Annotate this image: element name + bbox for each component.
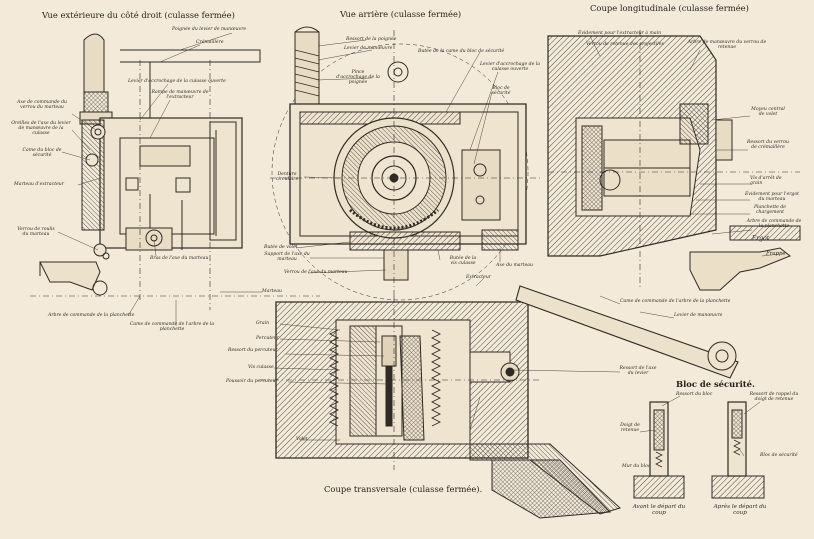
label-percuteur: Percuteur <box>256 336 280 341</box>
label-planchette: Planchette de chargement <box>753 205 787 215</box>
label-marteau: Marteau <box>262 289 282 294</box>
label-extracteur: Extracteur <box>466 275 492 280</box>
label-bloc-securite: Bloc de sécurité <box>491 86 511 96</box>
label-levier-manoeuvre: Levier de manœuvre <box>344 46 393 51</box>
label-levier-accrochage-ouverte: Levier d'accrochage de la culasse ouvert… <box>480 62 540 72</box>
label-arbre-commande: Arbre de commande de la planchette <box>746 219 802 229</box>
side-view-drawing <box>30 33 320 310</box>
label-evidement-ergot: Évidement pour l'ergot du marteau <box>745 192 799 202</box>
label-poignee-levier: Poignée du levier de manœuvre <box>172 27 247 32</box>
label-verrou-marteau: Verrou de roulis du marteau <box>17 227 55 237</box>
label-axe-commande: Axe de commande du verrou du marteau <box>17 100 67 110</box>
label-butee-volet: Butée de volet <box>264 245 298 250</box>
label-oreilles-axe: Oreilles de l'axe du levier de manœuvre … <box>11 121 71 136</box>
cross-section-drawing <box>260 285 739 519</box>
rear-view-title: Vue arrière (culasse fermée) <box>340 9 462 19</box>
label-moyeu: Moyeu central de volet <box>751 107 785 117</box>
label-avant: Avant le départ du coup <box>632 504 686 516</box>
label-doigt-retenue: Doigt de retenue <box>620 423 640 433</box>
label-arbre-manoeuvre: Arbre de manœuvre du verrou de retenue <box>687 40 767 50</box>
side-view-title: Vue extérieure du côté droit (culasse fe… <box>42 10 235 20</box>
label-apres: Après le départ du coup <box>713 504 767 516</box>
label-volet: Volet <box>296 437 308 442</box>
label-came-bloc: Came du bloc de sécurité <box>22 148 62 158</box>
label-levier-accrochage: Levier d'accrochage de la culasse ouvert… <box>128 79 226 84</box>
long-section-title: Coupe longitudinale (culasse fermée) <box>590 3 749 13</box>
label-came-commande-long: Came de commande de l'arbre de la planch… <box>620 299 731 304</box>
label-ressort-rappel: Ressort de rappel du doigt de retenue <box>749 392 799 402</box>
label-denture: Denture circulaire <box>275 172 299 182</box>
label-axe-marteau: Axe du marteau <box>496 263 533 268</box>
rear-view-drawing <box>270 26 540 301</box>
label-pince-accrochage: Pince d'accrochage de la poignée <box>336 70 380 85</box>
label-support-axe: Support de l'axe du marteau <box>264 252 310 262</box>
label-levier-long: Levier de manœuvre <box>674 313 723 318</box>
label-butee-came: Butée de la came du bloc de sécurité <box>418 49 505 54</box>
label-verrou-retenue: Verrou de retenue des projectiles <box>586 42 664 47</box>
label-bloc: Bloc de sécurité <box>760 453 798 458</box>
label-rampe-manoeuvre: Rampe de manœuvre de l'extracteur <box>151 90 209 100</box>
label-ressort-axe-levier: Ressort de l'axe du levier <box>619 366 657 376</box>
label-bras-axe: Bras de l'axe du marteau <box>150 256 209 261</box>
leader-lines <box>57 32 781 457</box>
label-came-commande: Came de commande de l'arbre de la planch… <box>129 322 215 332</box>
label-vis-culasse: Vis culasse <box>248 365 274 370</box>
label-mur-bloc: Mur du bloc <box>622 464 651 469</box>
cross-section-title: Coupe transversale (culasse fermée). <box>324 484 483 494</box>
label-cremaillere: Crémaillère <box>196 40 224 45</box>
label-ressort-poignee: Ressort de la poignée <box>346 37 397 42</box>
label-ergot: Ergot <box>752 235 770 242</box>
label-frappe: Frappe <box>766 251 786 257</box>
label-ressort-verrou: Ressort du verrou de crémaillère <box>747 140 789 150</box>
label-poussoir: Poussoir du percuteur <box>226 379 278 384</box>
long-section-drawing <box>547 30 801 291</box>
label-grain: Grain <box>256 321 270 326</box>
label-vis-arret: Vis d'arrêt de grain <box>750 176 782 186</box>
label-butee-vis: Butée de la vis culasse <box>449 256 477 266</box>
label-arbre-planchette: Arbre de commande de la planchette <box>48 313 135 318</box>
safety-block-title: Bloc de sécurité. <box>676 379 755 389</box>
label-verrou-axe: Verrou de l'axe du marteau <box>284 270 348 275</box>
safety-block-drawing <box>633 401 765 499</box>
label-marteau-extracteur: Marteau d'extracteur <box>14 182 64 187</box>
label-evidement: Évidement pour l'extracteur à main <box>578 31 662 36</box>
label-ressort-bloc: Ressort du bloc <box>676 392 713 397</box>
label-ressort-percuteur: Ressort du percuteur <box>228 348 278 353</box>
